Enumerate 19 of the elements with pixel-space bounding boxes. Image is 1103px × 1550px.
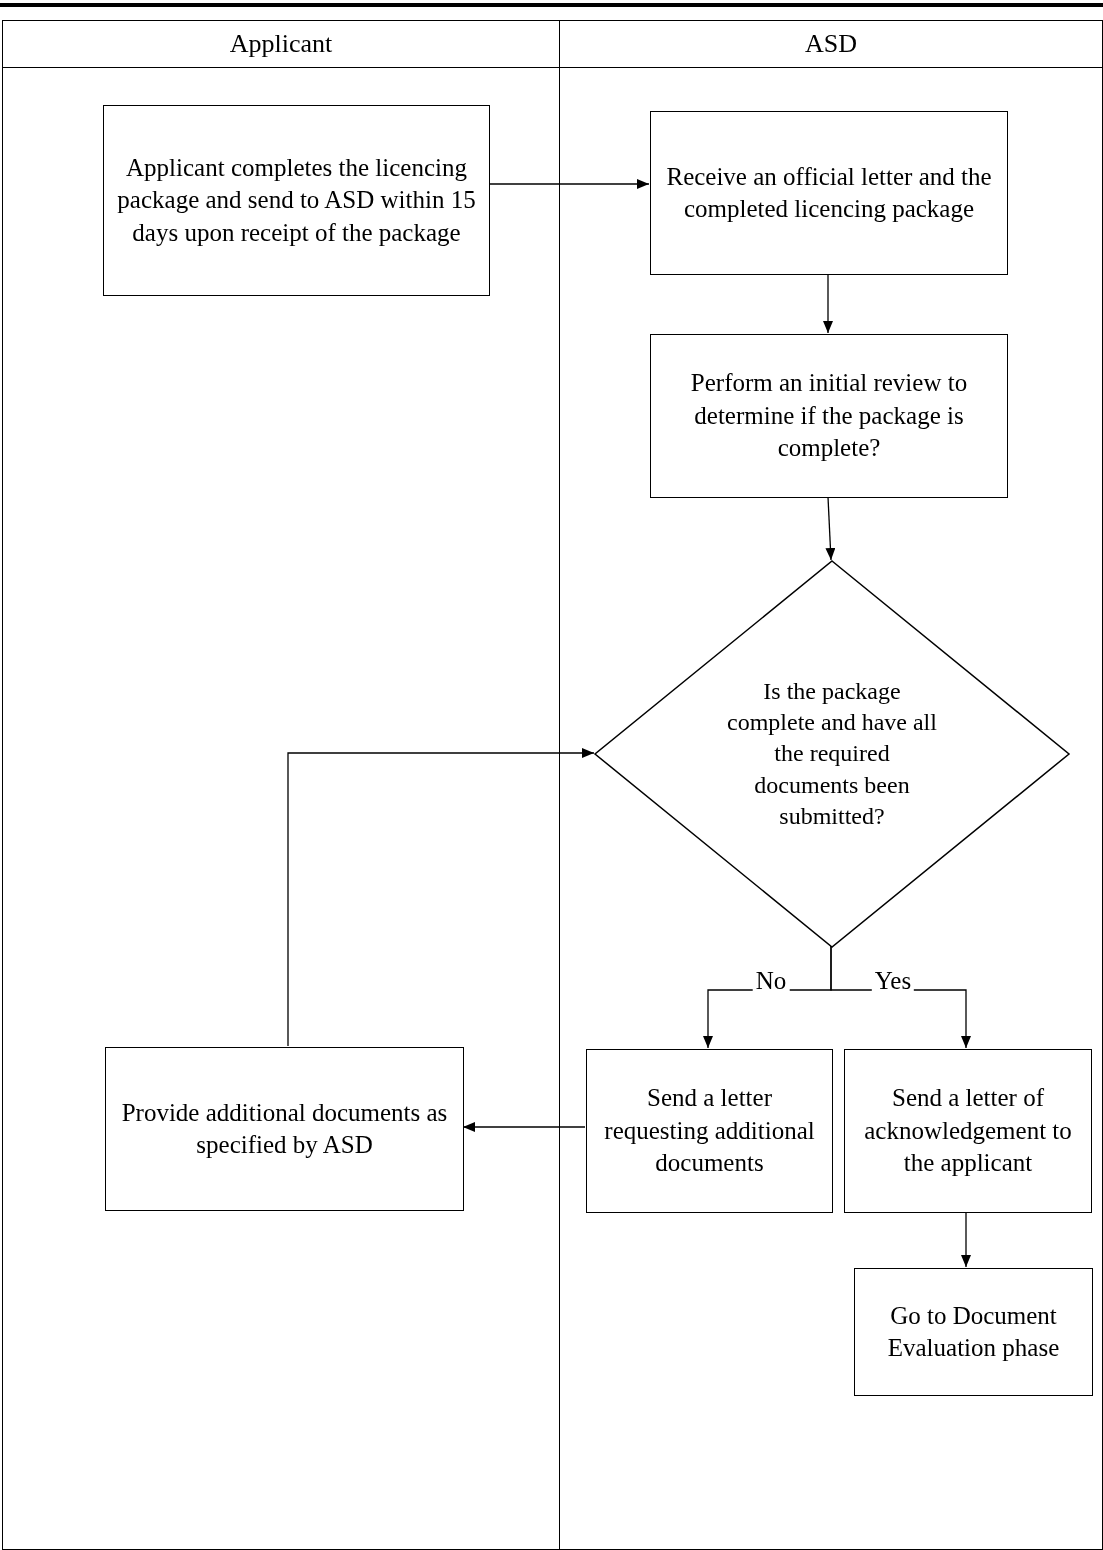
process-box: Perform an initial review to determine if the package is complete? — [650, 334, 1008, 498]
arrow — [825, 496, 836, 561]
arrow — [830, 945, 971, 1049]
lane-heading: ASD — [805, 29, 857, 59]
arrow — [488, 179, 650, 189]
process-box: Provide additional documents as specified by ASD — [105, 1047, 464, 1211]
process-box: Send a letter of acknowledgement to the applicant — [844, 1049, 1092, 1213]
process-box: Send a letter requesting additional documents — [586, 1049, 833, 1213]
arrow — [823, 273, 833, 334]
process-box: Applicant completes the licencing package and send to ASD within 15 days upon receipt of the package — [103, 105, 490, 296]
process-box: Go to Document Evaluation phase — [854, 1268, 1093, 1396]
swimlane — [559, 20, 1103, 1550]
process-box: Receive an official letter and the completed licencing package — [650, 111, 1008, 275]
lane-heading: Applicant — [229, 29, 333, 59]
swimlane — [2, 20, 560, 1550]
arrow — [961, 1211, 971, 1268]
arrow — [462, 1122, 586, 1132]
decision-text: Is the package complete and have all the required documents been submitted? — [727, 677, 937, 831]
arrow — [287, 748, 595, 1047]
